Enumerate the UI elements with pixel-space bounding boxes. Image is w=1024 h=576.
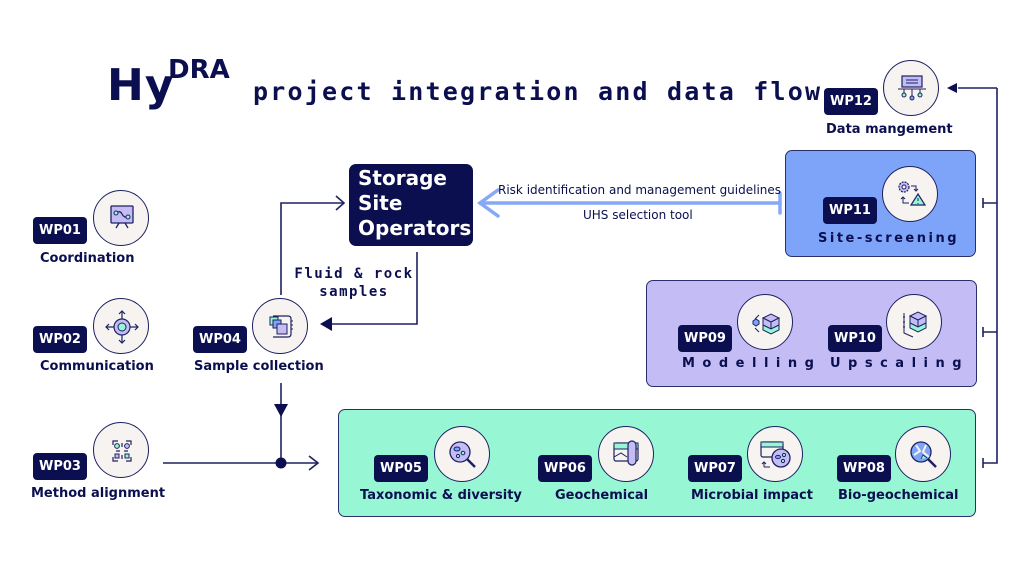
wp06-icon-circle[interactable] <box>598 426 654 482</box>
wp11-badge[interactable]: WP11 <box>823 197 877 224</box>
samples-flow-line-2: samples <box>319 284 389 300</box>
wp04-badge[interactable]: WP04 <box>193 326 247 353</box>
wp11-label: Site-screening <box>818 231 960 246</box>
sample-to-storage-arrowhead <box>335 195 346 211</box>
wp08-badge[interactable]: WP08 <box>837 455 891 482</box>
wp03-badge[interactable]: WP03 <box>33 453 87 480</box>
method-to-lab-arrowhead <box>308 455 320 471</box>
bus-to-wp12-arrowhead <box>947 83 957 93</box>
wp11-icon-circle[interactable] <box>882 166 938 222</box>
wp05-icon-circle[interactable] <box>434 426 490 482</box>
wp06-badge[interactable]: WP06 <box>538 455 592 482</box>
wp05-label: Taxonomic & diversity <box>360 488 522 503</box>
uhs-tool-label: UHS selection tool <box>583 208 693 222</box>
wp09-label: Modelling <box>682 356 822 371</box>
wp01-icon-circle[interactable] <box>93 190 149 246</box>
wp12-icon-circle[interactable] <box>883 60 939 116</box>
wp10-icon-circle[interactable] <box>886 294 942 350</box>
wp09-badge[interactable]: WP09 <box>678 325 732 352</box>
gear-warning-icon <box>898 181 927 206</box>
wp04-icon-circle[interactable] <box>252 298 308 354</box>
bus-tap-site-screening <box>982 198 997 208</box>
wp09-icon-circle[interactable] <box>737 294 793 350</box>
brand-logo-superscript: DRA <box>168 55 230 85</box>
wp04-label: Sample collection <box>194 359 324 374</box>
storage-to-sample-arrowhead <box>320 317 332 331</box>
storage-site-operators-box: Storage Site Operators <box>349 164 473 246</box>
broadcast-arrows-icon <box>105 310 139 344</box>
wp01-badge[interactable]: WP01 <box>33 217 87 244</box>
wp08-label: Bio-geochemical <box>838 488 959 503</box>
grid-alignment-icon <box>112 440 132 462</box>
data-hierarchy-icon <box>898 75 926 101</box>
cube-model-icon <box>752 313 781 335</box>
petri-dish-icon <box>760 441 791 468</box>
wp07-icon-circle[interactable] <box>747 426 803 482</box>
wp03-icon-circle[interactable] <box>93 422 149 478</box>
wp02-icon-circle[interactable] <box>93 298 149 354</box>
junction-dot <box>275 457 287 469</box>
wp06-label: Geochemical <box>555 488 649 503</box>
risk-feedback-arrowhead <box>477 188 500 218</box>
wp12-badge[interactable]: WP12 <box>824 88 878 115</box>
wp07-label: Microbial impact <box>691 488 813 503</box>
cube-scale-icon <box>903 311 928 338</box>
bus-tap-modelling <box>982 327 997 337</box>
page-title: project integration and data flow <box>253 77 823 106</box>
wp03-label: Method alignment <box>31 486 166 501</box>
wp02-badge[interactable]: WP02 <box>33 326 87 353</box>
sample-down-arrowhead <box>274 404 288 417</box>
storage-line-3: Operators <box>358 216 472 240</box>
wp07-badge[interactable]: WP07 <box>688 455 742 482</box>
test-tube-icon <box>613 440 639 466</box>
storage-line-1: Storage <box>358 166 447 190</box>
data-bus-line <box>983 88 998 464</box>
wp01-label: Coordination <box>40 251 135 266</box>
wp10-badge[interactable]: WP10 <box>828 325 882 352</box>
magnifier-cells-icon <box>449 441 476 468</box>
magnifier-globe-icon <box>910 441 937 468</box>
wp05-badge[interactable]: WP05 <box>374 455 428 482</box>
wp10-label: Upscaling <box>830 356 970 371</box>
sample-stack-icon <box>269 315 293 338</box>
risk-guidelines-label: Risk identification and management guide… <box>498 183 782 197</box>
wp12-label: Data mangement <box>826 122 953 137</box>
wp02-label: Communication <box>40 359 154 374</box>
samples-flow-line-1: Fluid & rock <box>294 266 414 282</box>
site-screening-group <box>785 150 976 257</box>
samples-flow-label: Fluid & rock samples <box>292 265 416 301</box>
wp08-icon-circle[interactable] <box>895 426 951 482</box>
presentation-board-icon <box>110 205 134 229</box>
storage-line-2: Site <box>358 191 403 215</box>
brand-logo: Hy <box>107 60 175 111</box>
